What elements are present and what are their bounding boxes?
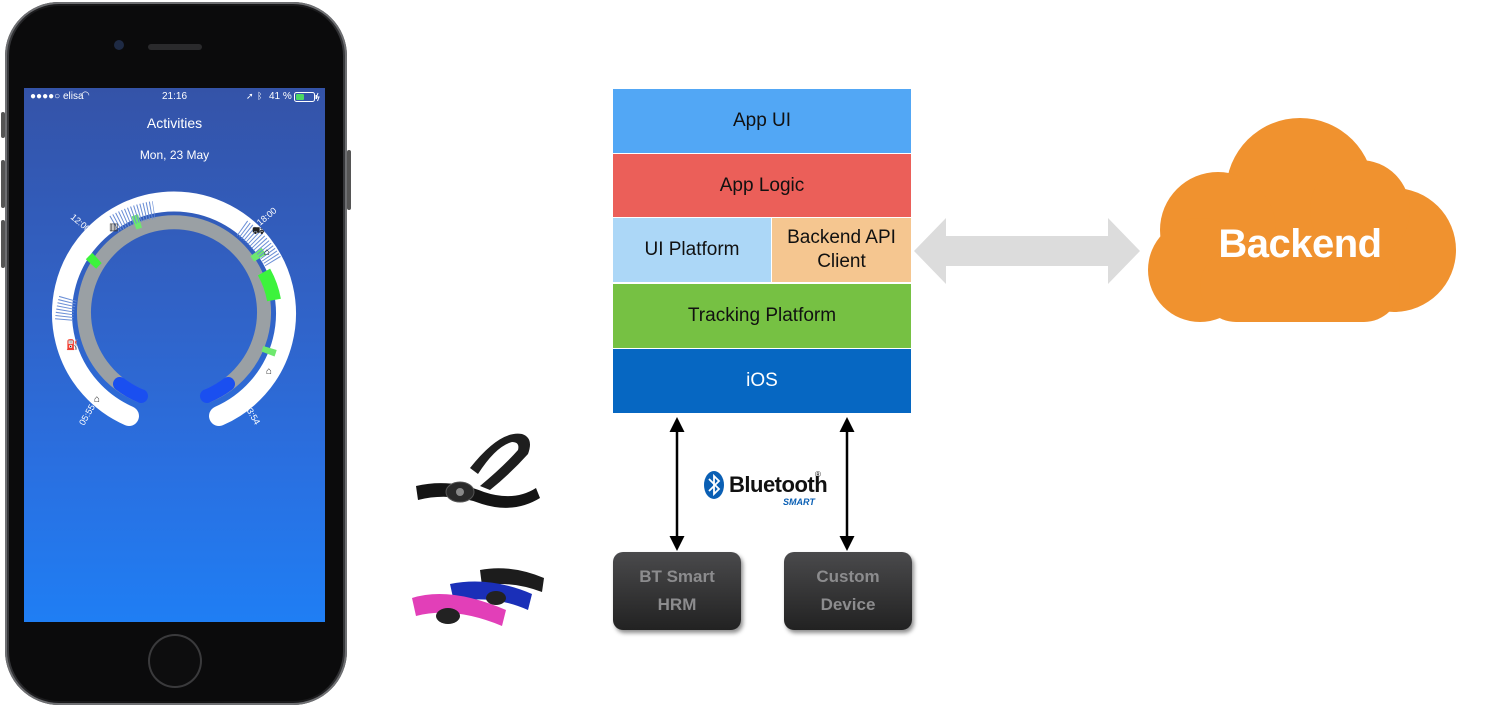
layer-tracking-platform: Tracking Platform — [613, 284, 911, 348]
battery-icon — [294, 92, 320, 105]
backend-connection-arrow — [914, 218, 1140, 284]
layer-app-ui: App UI — [613, 89, 911, 153]
device-custom-line1: Custom — [816, 567, 880, 586]
bluetooth-smart-text: SMART — [783, 497, 815, 507]
device-arrows — [669, 417, 855, 551]
home-icon: ⌂ — [264, 247, 270, 258]
bluetooth-smart-logo: Bluetooth ® SMART — [703, 470, 828, 510]
status-bar: ●●●●○ elisa ◠ 21:16 ➚ ᛒ 41 % — [24, 90, 325, 104]
volume-down-button — [1, 220, 5, 268]
layer-app-logic-label: App Logic — [719, 174, 805, 196]
front-camera — [114, 40, 124, 50]
car-icon: ⛟ — [252, 226, 265, 237]
layer-app-logic: App Logic — [613, 154, 911, 217]
device-bt-smart-hrm-line2: HRM — [657, 595, 697, 614]
layer-ui-platform-label: UI Platform — [644, 239, 740, 261]
device-bt-smart-hrm-line1: BT Smart — [639, 567, 715, 586]
building-icon: ▥ — [109, 222, 118, 233]
carrier-label: ●●●●○ elisa — [30, 91, 84, 102]
hrm-strap-black-image — [416, 433, 540, 508]
device-bt-smart-hrm: BT Smart HRM — [613, 552, 741, 630]
mute-switch — [1, 112, 5, 138]
volume-up-button — [1, 160, 5, 208]
hrm-straps-colored-image — [412, 568, 544, 626]
activity-dial: ▥ ⛟ ⌂ ⛽ ⌂ ⌂ 12:00 18:00 05:55 23:54 — [52, 191, 296, 427]
device-custom-line2: Device — [820, 595, 876, 614]
location-icon: ➚ — [246, 91, 254, 101]
power-button — [347, 150, 351, 210]
layer-backend-api-client: Backend API Client — [772, 218, 911, 282]
layer-ui-platform: UI Platform — [613, 218, 771, 282]
bluetooth-wordmark: Bluetooth — [729, 472, 828, 497]
layer-ios: iOS — [613, 349, 911, 413]
screen-date: Mon, 23 May — [139, 148, 210, 162]
layer-tracking-platform-label: Tracking Platform — [687, 305, 837, 327]
fuel-icon: ⛽ — [66, 338, 78, 351]
registered-mark: ® — [815, 470, 821, 479]
screen-title: Activities — [146, 115, 203, 131]
bluetooth-icon — [704, 471, 724, 499]
status-time: 21:16 — [162, 91, 188, 102]
dial-label-2354: 23:54 — [242, 402, 262, 427]
layer-backend-api-client-label-line2: Client — [817, 251, 866, 272]
dial-label-1800: 18:00 — [255, 205, 279, 227]
bluetooth-status-icon: ᛒ — [257, 91, 263, 101]
dial-label-0555: 05:55 — [77, 402, 97, 427]
home-icon: ⌂ — [266, 366, 272, 377]
backend-label: Backend — [1218, 222, 1382, 266]
device-custom: Custom Device — [784, 552, 912, 630]
wifi-icon: ◠ — [81, 90, 90, 101]
home-icon: ⌂ — [94, 394, 100, 405]
backend-cloud — [1148, 118, 1456, 322]
battery-percent: 41 % — [269, 91, 292, 102]
earpiece-speaker — [148, 44, 202, 50]
home-button[interactable] — [148, 634, 202, 688]
layer-app-ui-label: App UI — [732, 110, 792, 132]
layer-ios-label: iOS — [746, 370, 778, 392]
phone-screen: ●●●●○ elisa ◠ 21:16 ➚ ᛒ 41 % Activities … — [24, 88, 325, 622]
layer-backend-api-client-label-line1: Backend API — [787, 227, 896, 249]
